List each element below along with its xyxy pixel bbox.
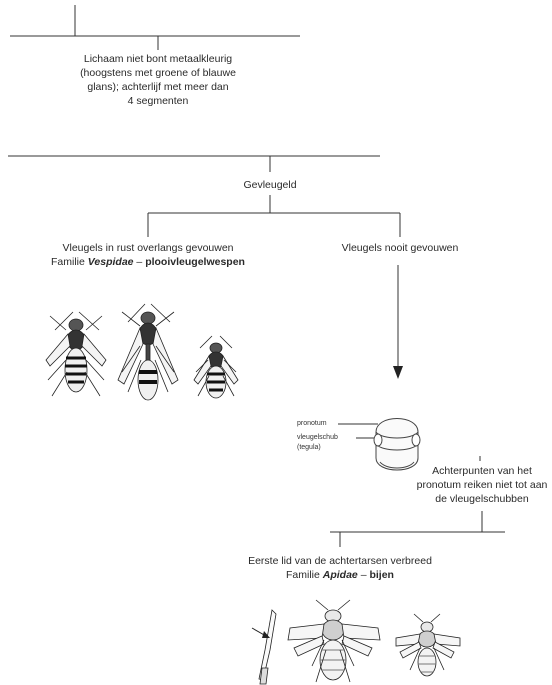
node-apidae: Eerste lid van de achtertarsen verbreed … (240, 554, 440, 582)
node-pronotum-line-1: Achterpunten van het (432, 465, 532, 477)
node-apidae-familie: Familie Apidae – bijen (240, 568, 440, 582)
node-left-familie-latin: Vespidae (87, 256, 134, 268)
node1-line-1: Lichaam niet bont metaalkleurig (83, 53, 233, 65)
node1-line-2: (hoogstens met groene of blauwe (80, 67, 236, 79)
bee-leg-illustration (258, 609, 277, 685)
bee-illustration-2 (395, 613, 461, 677)
node-apidae-familie-dash: – (357, 569, 370, 581)
node-wings-never-folded: Vleugels nooit gevouwen (320, 241, 480, 255)
node1-line-3: glans); achterlijf met meer dan (87, 81, 229, 93)
wasp-illustration-2 (117, 303, 179, 401)
label-tegula: (tegula) (297, 444, 321, 451)
wasp-illustration-3 (193, 335, 239, 399)
node-left-line-1: Vleugels in rust overlangs gevouwen (62, 242, 234, 254)
node-left-familie-common: plooivleugelwespen (145, 256, 245, 268)
node-right-label: Vleugels nooit gevouwen (341, 242, 459, 254)
node-apidae-familie-common: bijen (369, 569, 394, 581)
node-left-familie-prefix: Familie (51, 256, 88, 268)
label-pronotum: pronotum (297, 420, 327, 427)
node-body-not-metallic: Lichaam niet bont metaalkleurig (hoogste… (58, 52, 258, 108)
pronotum-figure (373, 418, 421, 471)
node2-label: Gevleugeld (243, 179, 297, 191)
node1-line-4: 4 segmenten (127, 95, 189, 107)
node-gevleugeld: Gevleugeld (230, 178, 310, 192)
wasp-illustration-1 (45, 311, 107, 397)
node-pronotum-points: Achterpunten van het pronotum reiken nie… (412, 464, 552, 506)
bee-illustration-1 (287, 599, 381, 683)
node-pronotum-line-2: pronotum reiken niet tot aan (416, 479, 548, 491)
arrow-head (393, 366, 403, 379)
node-vespidae: Vleugels in rust overlangs gevouwen Fami… (28, 241, 268, 269)
node-pronotum-line-3: de vleugelschubben (435, 493, 529, 505)
node-left-familie: Familie Vespidae – plooivleugelwespen (28, 255, 268, 269)
node-apidae-line-1: Eerste lid van de achtertarsen verbreed (248, 555, 432, 567)
node-left-familie-dash: – (133, 256, 146, 268)
node-apidae-familie-prefix: Familie (286, 569, 323, 581)
pointer-arrow (251, 627, 270, 638)
label-vleugelschub: vleugelschub (297, 434, 338, 441)
node-apidae-familie-latin: Apidae (322, 569, 358, 581)
